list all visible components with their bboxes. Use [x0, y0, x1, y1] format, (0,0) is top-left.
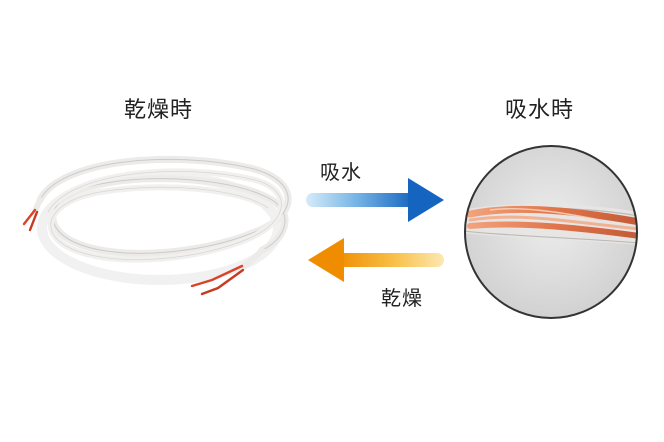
arrow-left-icon: [336, 253, 444, 267]
dry-label: 乾燥: [381, 282, 423, 311]
arrow-right-icon: [306, 193, 414, 207]
dry-state-title: 乾燥時: [124, 92, 193, 124]
dry-arrow: [308, 238, 444, 282]
dry-cable-illustration: [24, 159, 288, 294]
absorb-label: 吸水: [320, 156, 362, 185]
wet-magnified-view: [455, 146, 650, 318]
wet-state-title: 吸水時: [505, 92, 574, 124]
